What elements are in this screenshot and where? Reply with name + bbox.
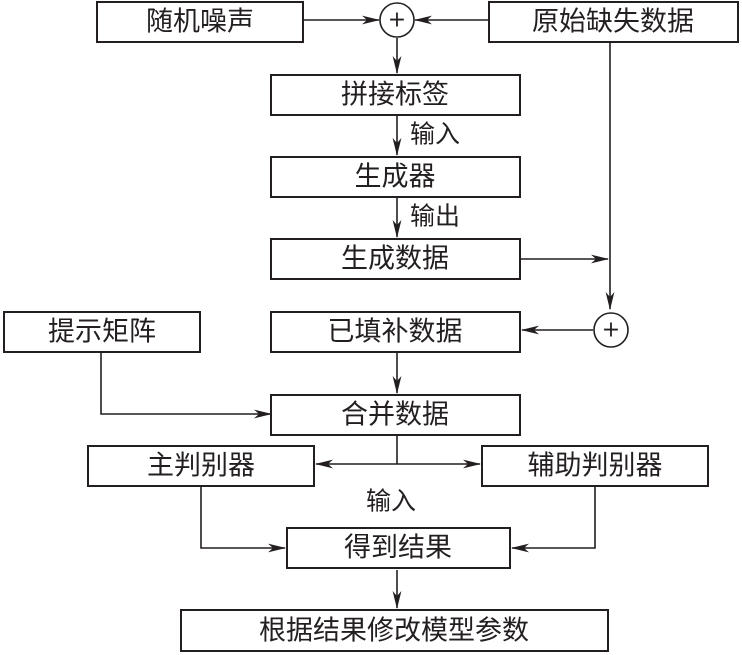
node-original-missing-data: 原始缺失数据: [488, 1, 739, 43]
edge-aux-to-result: [511, 485, 596, 553]
sum-node-top: +: [379, 2, 415, 38]
edge-label-input: 输入: [410, 120, 460, 149]
node-generator: 生成器: [270, 156, 521, 198]
node-result: 得到结果: [286, 527, 511, 569]
node-main-discriminator: 主判别器: [87, 445, 315, 487]
edge-main-to-result: [200, 485, 286, 553]
sum-circle: [379, 2, 415, 38]
node-random-noise: 随机噪声: [96, 1, 304, 43]
node-concat-label: 拼接标签: [270, 74, 521, 116]
node-label: 随机噪声: [146, 7, 254, 38]
sum-circle: [593, 312, 629, 348]
edge-label-input: 输入: [366, 487, 416, 516]
node-aux-discriminator: 辅助判别器: [481, 445, 709, 487]
node-label: 提示矩阵: [48, 317, 156, 348]
node-label: 主判别器: [147, 451, 255, 482]
node-generated-data: 生成数据: [270, 238, 521, 280]
sum-node-right: +: [593, 312, 629, 348]
node-imputed-data: 已填补数据: [270, 311, 521, 353]
node-label: 辅助判别器: [528, 451, 663, 482]
node-label: 已填补数据: [328, 317, 463, 348]
edges: [100, 15, 615, 609]
node-label: 原始缺失数据: [532, 7, 694, 38]
node-label: 生成数据: [341, 244, 449, 275]
node-update-model-params: 根据结果修改模型参数: [180, 609, 609, 652]
node-hint-matrix: 提示矩阵: [3, 311, 201, 353]
node-label: 拼接标签: [341, 80, 449, 111]
node-label: 生成器: [355, 162, 436, 193]
plus-icon: +: [602, 318, 620, 343]
node-label: 合并数据: [341, 400, 449, 431]
plus-icon: +: [388, 8, 406, 33]
edge-label-output: 输出: [410, 202, 460, 231]
node-label: 根据结果修改模型参数: [259, 616, 529, 647]
edge-hint-to-merged: [100, 352, 272, 419]
node-label: 得到结果: [344, 533, 452, 564]
node-merged-data: 合并数据: [270, 394, 521, 436]
